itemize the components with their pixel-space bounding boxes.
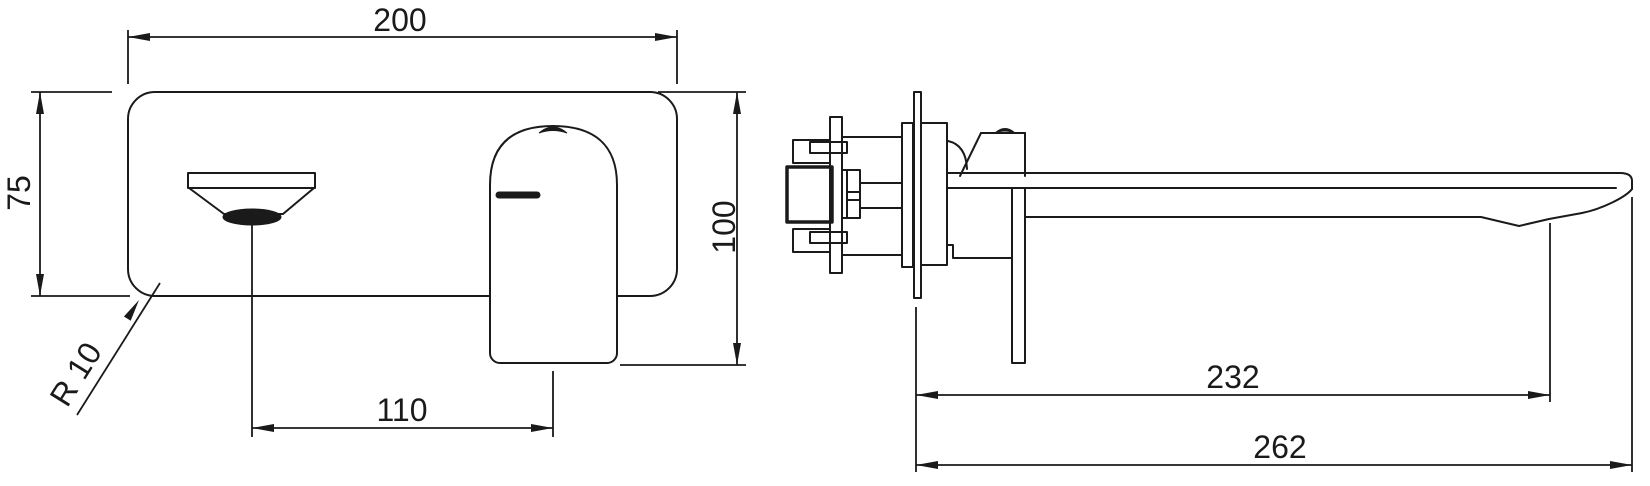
handle-front bbox=[489, 125, 618, 364]
spout-front-top bbox=[187, 172, 316, 189]
dim-label-overall-height: 100 bbox=[706, 200, 742, 253]
front-view: 200 75 100 110 bbox=[1, 2, 746, 437]
dim-label-wall-to-spout-tip: 262 bbox=[1253, 429, 1306, 465]
dim-wall-to-aerator: 232 bbox=[915, 223, 1551, 472]
arrowhead-top bbox=[733, 92, 741, 114]
dim-overall-height: 100 bbox=[620, 91, 746, 366]
backing-flange bbox=[901, 122, 914, 268]
handle-side bbox=[947, 128, 1026, 177]
dim-plate-width: 200 bbox=[127, 2, 678, 84]
arrowhead-left bbox=[916, 461, 938, 469]
arrowhead bbox=[123, 300, 139, 321]
concealed-valve-body bbox=[785, 116, 914, 274]
brand-mark bbox=[495, 191, 541, 199]
fixing-screw-bottom bbox=[809, 231, 848, 244]
arrowhead-top bbox=[36, 92, 44, 114]
dim-plate-height: 75 bbox=[1, 91, 130, 297]
arrowhead-right bbox=[1610, 461, 1632, 469]
arrowhead-right bbox=[655, 33, 677, 41]
arrowhead-left bbox=[128, 33, 150, 41]
arrowhead-bottom bbox=[733, 343, 741, 365]
mounting-bracket-top bbox=[792, 139, 831, 164]
cartridge bbox=[841, 169, 861, 219]
dim-spout-to-handle: 110 bbox=[251, 225, 554, 437]
valve-housing bbox=[785, 165, 834, 224]
arrowhead-left bbox=[252, 424, 274, 432]
handle-base-curve bbox=[947, 140, 968, 170]
valve-body bbox=[841, 136, 903, 256]
dim-wall-to-spout-tip: 262 bbox=[916, 197, 1633, 472]
spout-side bbox=[946, 172, 1633, 227]
spout-underside bbox=[1024, 188, 1633, 227]
fixing-screw-top bbox=[809, 141, 848, 154]
under-spout-block bbox=[946, 187, 1013, 259]
handle-front-edge bbox=[959, 132, 982, 177]
dim-label-plate-height: 75 bbox=[1, 175, 37, 211]
side-view: 232 262 bbox=[785, 91, 1633, 472]
spout-front-cone bbox=[188, 187, 315, 215]
dim-label-wall-to-aerator: 232 bbox=[1206, 359, 1259, 395]
spout-top-edge bbox=[946, 172, 1633, 190]
dim-label-corner-radius: R 10 bbox=[42, 336, 108, 412]
arrowhead-bottom bbox=[36, 274, 44, 296]
leader-line bbox=[76, 282, 161, 416]
aerator-outlet bbox=[222, 208, 282, 226]
dim-corner-radius: R 10 bbox=[42, 282, 161, 416]
arrowhead-left bbox=[916, 391, 938, 399]
mixer-body-side bbox=[920, 122, 948, 266]
handle-tip-cap-side bbox=[994, 128, 1016, 134]
dim-label-plate-width: 200 bbox=[373, 2, 426, 38]
arrowhead-right bbox=[531, 424, 553, 432]
dim-label-spout-to-handle: 110 bbox=[376, 392, 427, 428]
arrowhead-right bbox=[1528, 391, 1550, 399]
supply-drop-pipe bbox=[1011, 187, 1026, 364]
wall-plate-side bbox=[913, 91, 922, 299]
handle-tip-cap-front bbox=[538, 126, 568, 134]
